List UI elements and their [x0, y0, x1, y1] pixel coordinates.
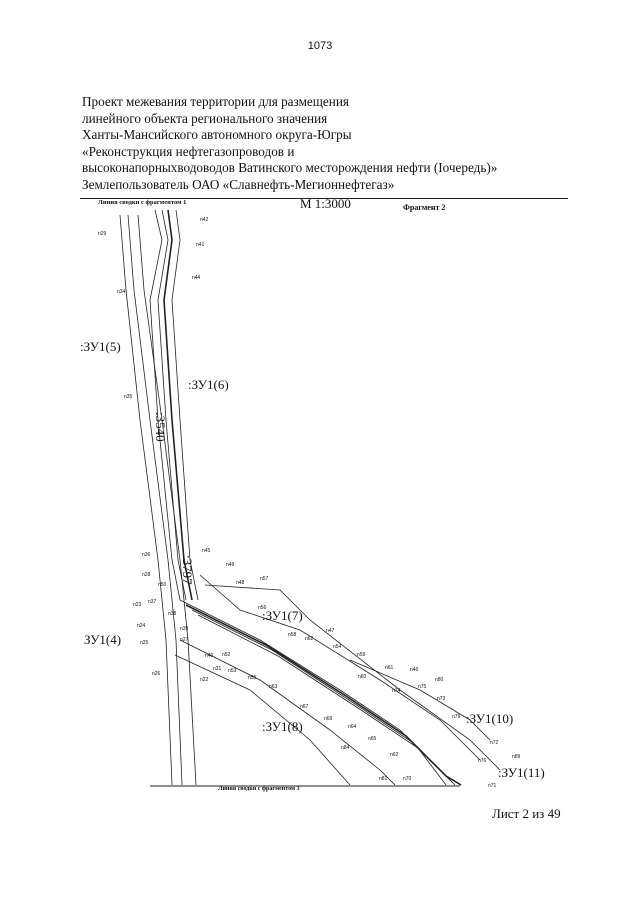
- point-label: n26: [152, 671, 161, 677]
- parcel-label: :ЗУ1(8): [262, 719, 303, 734]
- point-label: n31: [213, 666, 222, 672]
- point-label: n23: [133, 602, 142, 608]
- boundary-line: [349, 659, 491, 741]
- cadastral-label: :3797: [180, 555, 195, 585]
- parcel-label: :ЗУ1(6): [188, 377, 229, 392]
- point-label: n53: [228, 668, 237, 674]
- pipeline-line: [174, 654, 351, 786]
- header-line: Проект межевания территории для размещен…: [82, 94, 349, 109]
- top-summary-label: Линия сводки с фрагментом 1: [98, 199, 186, 206]
- cadastral-label: :3540: [153, 412, 168, 442]
- pipeline-line: [171, 209, 199, 601]
- parcel-label: :ЗУ1(11): [498, 765, 545, 780]
- pipeline-line: [185, 604, 462, 786]
- point-label: n54: [333, 644, 342, 650]
- point-label: n25: [140, 640, 149, 646]
- point-label: n29: [98, 231, 107, 237]
- header-line: линейного объекта регионального значения: [82, 110, 328, 126]
- point-label: n61: [385, 665, 394, 671]
- parcel-label: :ЗУ1(5): [80, 339, 121, 354]
- point-label: n49: [226, 562, 235, 568]
- point-label: n48: [236, 580, 245, 586]
- point-label: n67: [300, 704, 309, 710]
- pipeline-line: [179, 639, 396, 786]
- point-label: n35: [124, 394, 133, 400]
- point-label: n28: [142, 572, 151, 578]
- map-labels: Линия сводки с фрагментом 1 М 1:3000 Фра…: [80, 196, 545, 792]
- parcel-label: ЗУ1(4): [84, 632, 121, 647]
- point-label: n27: [180, 637, 189, 643]
- header-rule: [80, 198, 568, 199]
- bottom-summary-label: Линия сводки с фрагментом 3: [218, 785, 300, 792]
- point-label: n69: [324, 716, 333, 722]
- point-label: n50: [158, 582, 167, 588]
- header-line: Землепользователь ОАО «Славнефть-Мегионн…: [82, 176, 395, 192]
- fragment-label: Фрагмент 2: [403, 203, 445, 212]
- pipeline-line: [157, 209, 187, 601]
- point-label: n55: [248, 675, 257, 681]
- boundary-line: [137, 214, 197, 786]
- header-line: высоконапорныхводоводов Ватинского место…: [82, 160, 498, 176]
- point-label: n65: [368, 736, 377, 742]
- parcel-label: :ЗУ1(7): [262, 608, 303, 623]
- point-label: n58: [288, 632, 297, 638]
- point-label: n34: [117, 289, 126, 295]
- point-label: n56: [258, 605, 267, 611]
- point-label: n71: [488, 783, 497, 789]
- header-line: «Реконструкция нефтегазопроводов и: [82, 143, 295, 159]
- scale-label: М 1:3000: [300, 196, 351, 211]
- point-label: n38: [168, 611, 177, 617]
- point-label: n73: [437, 696, 446, 702]
- point-label: n57: [260, 576, 269, 582]
- point-label: n63: [269, 684, 278, 690]
- pipeline-line: [163, 209, 193, 601]
- point-label: n80: [435, 677, 444, 683]
- point-label: n45: [202, 548, 211, 554]
- point-label: n81: [379, 776, 388, 782]
- point-label: n62: [390, 752, 399, 758]
- point-label: n72: [490, 740, 499, 746]
- point-label: n84: [341, 745, 350, 751]
- point-label: n42: [200, 217, 209, 223]
- pipeline-line: [197, 614, 447, 786]
- point-label: n52: [222, 652, 231, 658]
- point-labels: n42 n29 n41 n44 n34 n35 n36 n45 n28 n49 …: [98, 217, 521, 789]
- boundary-line: [127, 214, 183, 786]
- point-label: n76: [478, 758, 487, 764]
- parcel-label: :ЗУ1(10): [466, 711, 513, 726]
- pipeline-line: [179, 599, 456, 786]
- document-header: Проект межевания территории для размещен…: [82, 94, 582, 194]
- map-linework: [119, 209, 501, 787]
- point-label: n37: [148, 599, 157, 605]
- point-label: n75: [418, 684, 427, 690]
- point-label: n59: [357, 652, 366, 658]
- point-label: n62: [305, 636, 314, 642]
- point-label: n74: [392, 688, 401, 694]
- point-label: n60: [358, 674, 367, 680]
- point-label: n79: [452, 714, 461, 720]
- point-label: n22: [200, 677, 209, 683]
- point-label: n89: [512, 754, 521, 760]
- sheet-number: Лист 2 из 49: [492, 806, 561, 821]
- point-label: n70: [403, 776, 412, 782]
- pipeline-line: [149, 209, 181, 601]
- point-label: n46: [410, 667, 419, 673]
- boundary-line: [204, 584, 501, 771]
- point-label: n24: [137, 623, 146, 629]
- boundary-line: [199, 574, 481, 761]
- page-number: 1073: [307, 40, 333, 52]
- header-line: Ханты-Мансийского автономного округа-Югр…: [82, 127, 352, 143]
- point-label: n47: [326, 628, 335, 634]
- point-label: n39: [180, 626, 189, 632]
- boundary-line: [119, 214, 173, 786]
- point-label: n41: [196, 242, 205, 248]
- point-label: n44: [192, 275, 201, 281]
- point-label: n36: [142, 552, 151, 558]
- pipeline-line: [191, 609, 453, 783]
- point-label: n40: [205, 653, 214, 659]
- point-label: n64: [348, 724, 357, 730]
